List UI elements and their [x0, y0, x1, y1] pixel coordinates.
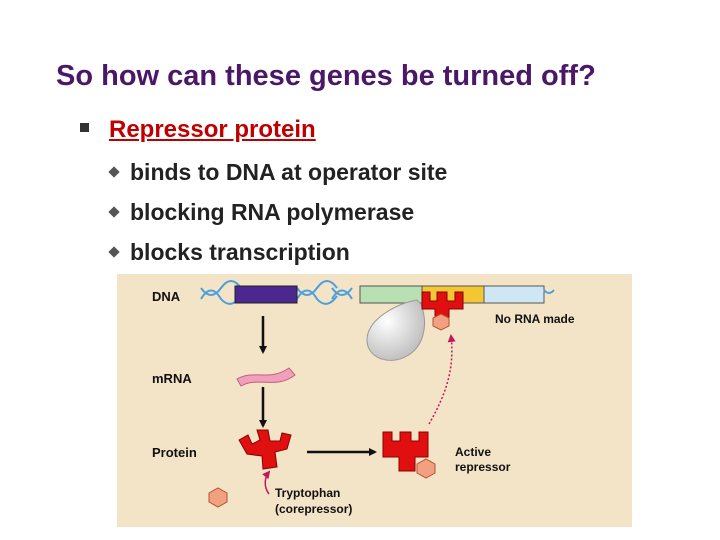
sub-bullet-list: binds to DNA at operator site blocking R… [108, 157, 447, 277]
active-corepressor [416, 458, 436, 479]
diamond-bullet-icon [108, 246, 120, 258]
inactive-repressor [238, 429, 292, 470]
repressor-binding-arrow [428, 334, 456, 425]
repressor-label: repressor [455, 460, 511, 474]
sub-bullet-text: blocks transcription [130, 239, 350, 265]
mrna-strand [236, 367, 296, 387]
active-label: Active [455, 445, 491, 459]
diamond-bullet-icon [108, 166, 120, 178]
sub-bullet-item: blocks transcription [108, 237, 447, 277]
sub-bullet-text: blocking RNA polymerase [130, 199, 415, 225]
mrna-label: mRNA [152, 371, 192, 386]
tryptophan-label: Tryptophan [275, 486, 340, 500]
downstream-region [483, 285, 545, 304]
sub-bullet-text: binds to DNA at operator site [130, 159, 448, 185]
diamond-bullet-icon [108, 206, 120, 218]
no-rna-made-label: No RNA made [495, 312, 575, 326]
bound-corepressor [432, 313, 450, 331]
bound-repressor [421, 291, 464, 331]
slide-title: So how can these genes be turned off? [56, 60, 596, 92]
figure-background [117, 274, 632, 527]
corepressor-label: (corepressor) [275, 502, 352, 516]
dna-label: DNA [152, 289, 181, 304]
main-bullet: Repressor protein [80, 116, 316, 144]
tryptophan-binding-arrow [262, 470, 271, 495]
gene-block [234, 285, 298, 304]
operator-region [421, 285, 485, 304]
repressor-diagram: DNA No RNA made mRNA Protein Tryptophan [117, 274, 632, 527]
rna-polymerase [366, 299, 425, 361]
dna-helix-right [543, 289, 555, 294]
dna-strand: DNA [152, 280, 555, 305]
square-bullet-icon [80, 123, 89, 132]
protein-label: Protein [152, 445, 197, 460]
active-repressor [382, 431, 436, 479]
tryptophan-molecule [208, 487, 228, 508]
sub-bullet-item: binds to DNA at operator site [108, 157, 447, 197]
main-bullet-text: Repressor protein [109, 116, 316, 143]
sub-bullet-item: blocking RNA polymerase [108, 197, 447, 237]
